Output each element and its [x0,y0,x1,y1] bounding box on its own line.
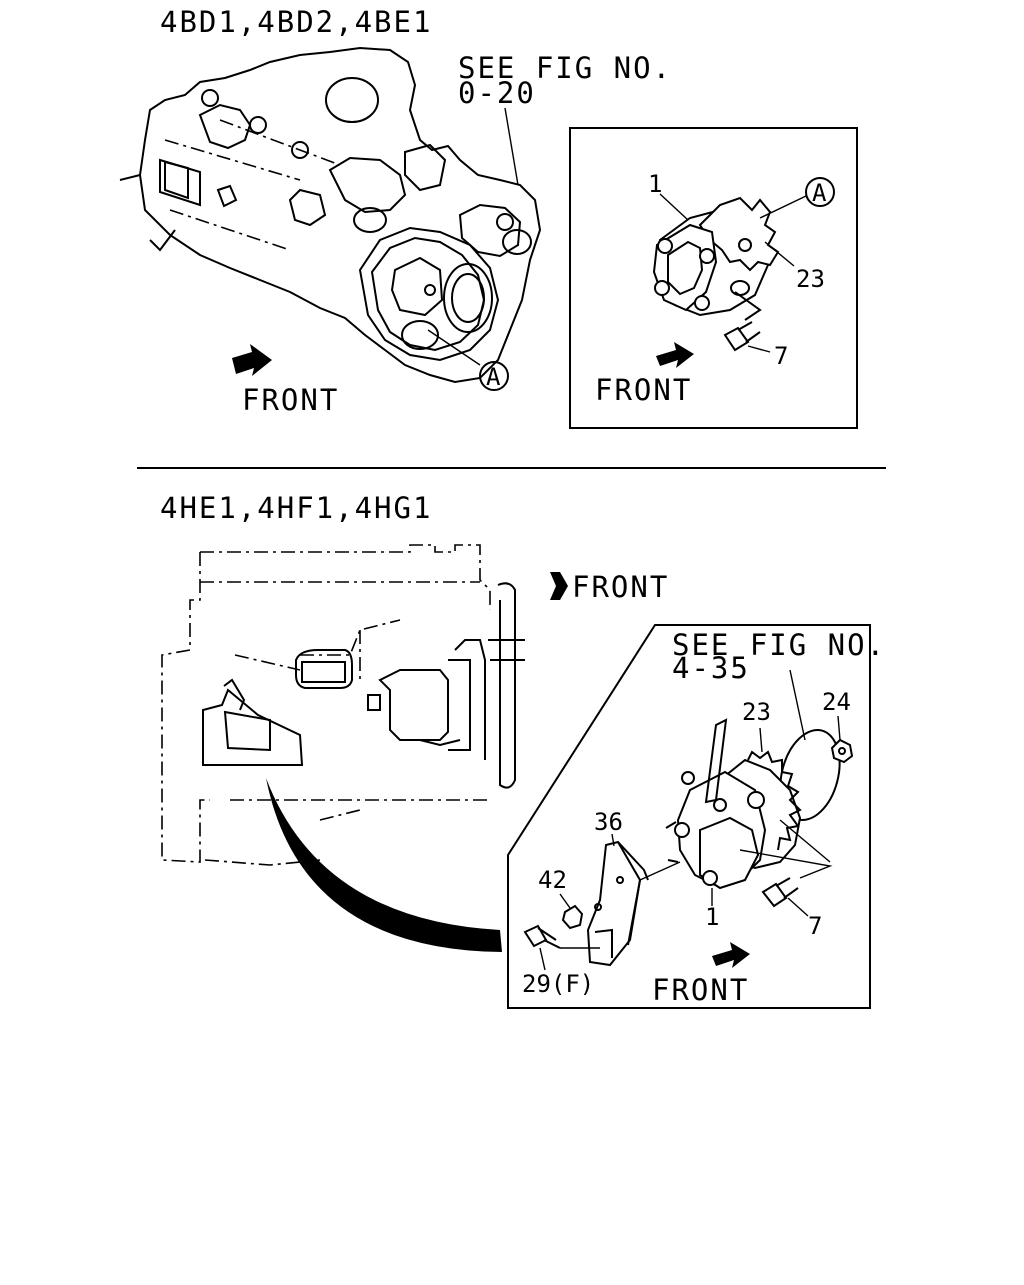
top-inset-part-23: 23 [796,265,825,293]
bottom-model-heading: 4HE1,4HF1,4HG1 [160,491,432,525]
nut-part-42 [561,904,584,930]
top-inset-part-7: 7 [774,342,788,370]
bottom-inset-part-1: 1 [705,903,719,931]
bolt-part-29 [523,924,561,949]
bottom-see-fig-number: 4-35 [672,651,750,685]
bottom-inset-part-24: 24 [822,688,851,716]
bottom-inset-front-label: FRONT [652,973,749,1007]
bottom-inset-part-23: 23 [742,698,771,726]
top-front-label: FRONT [242,383,339,417]
bottom-see-fig-label: SEE FIG NO. [672,628,886,662]
top-inset-part-1: 1 [648,170,662,198]
pump-assembly-top-drawing [652,196,780,321]
top-see-fig-number: 0-20 [458,76,536,110]
engine-block-top-drawing [119,46,542,384]
front-arrow-icon [656,342,694,368]
top-inset-box [569,127,858,429]
bottom-inset-part-29: 29(F) [522,970,594,998]
bottom-inset-box [507,624,871,1009]
engine-block-bottom-drawing [161,544,525,866]
bracket-part-36 [586,840,649,967]
bottom-inset-part-36: 36 [594,808,623,836]
bolt-part-7-top [723,321,761,352]
bottom-inset-part-42: 42 [538,866,567,894]
front-arrow-icon [232,344,272,376]
front-arrow-icon [712,942,750,968]
top-callout-a-engine: A [486,363,501,391]
top-inset-callout-a: A [812,179,827,207]
pump-assembly-bottom-drawing [665,718,841,890]
top-inset-front-label: FRONT [595,373,692,407]
front-arrow-icon [550,572,568,600]
detail-swoosh-arrow [266,778,502,952]
bottom-inset-part-7: 7 [808,912,822,940]
top-see-fig-label: SEE FIG NO. [458,51,672,85]
bolt-part-7-bottom [761,877,799,908]
top-model-heading: 4BD1,4BD2,4BE1 [160,5,432,39]
bottom-front-label: FRONT [572,570,669,604]
